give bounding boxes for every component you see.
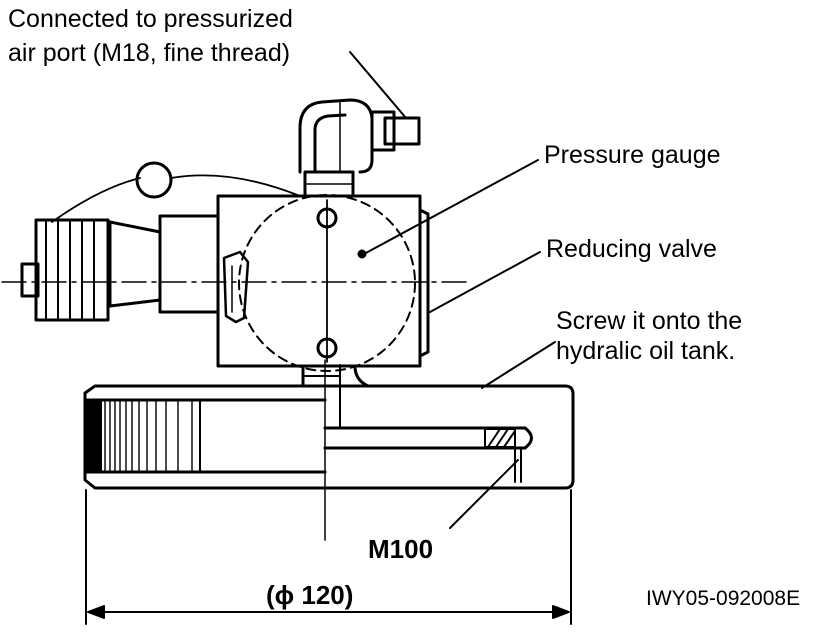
valve-body bbox=[216, 194, 430, 372]
screw-label-line1: Screw it onto the bbox=[556, 307, 743, 335]
figure-code-label: IWY05-092008E bbox=[646, 587, 801, 610]
diameter-label: (ϕ 120) bbox=[266, 580, 354, 610]
pressure-gauge-label: Pressure gauge bbox=[544, 141, 721, 169]
screw-label-line2: hydralic oil tank. bbox=[556, 337, 736, 365]
adjuster-knob bbox=[1, 161, 471, 322]
elbow-fitting bbox=[298, 98, 421, 198]
air-port-label-line1: Connected to pressurized bbox=[8, 5, 293, 33]
diameter-dimension bbox=[85, 489, 572, 625]
air-port-label-line2: air port (M18, fine thread) bbox=[8, 39, 291, 67]
leader-lines bbox=[349, 51, 556, 529]
body-neck bbox=[301, 364, 370, 388]
reducing-valve-label: Reducing valve bbox=[546, 235, 717, 263]
thread-size-label: M100 bbox=[368, 534, 434, 564]
mounting-base bbox=[83, 359, 575, 541]
